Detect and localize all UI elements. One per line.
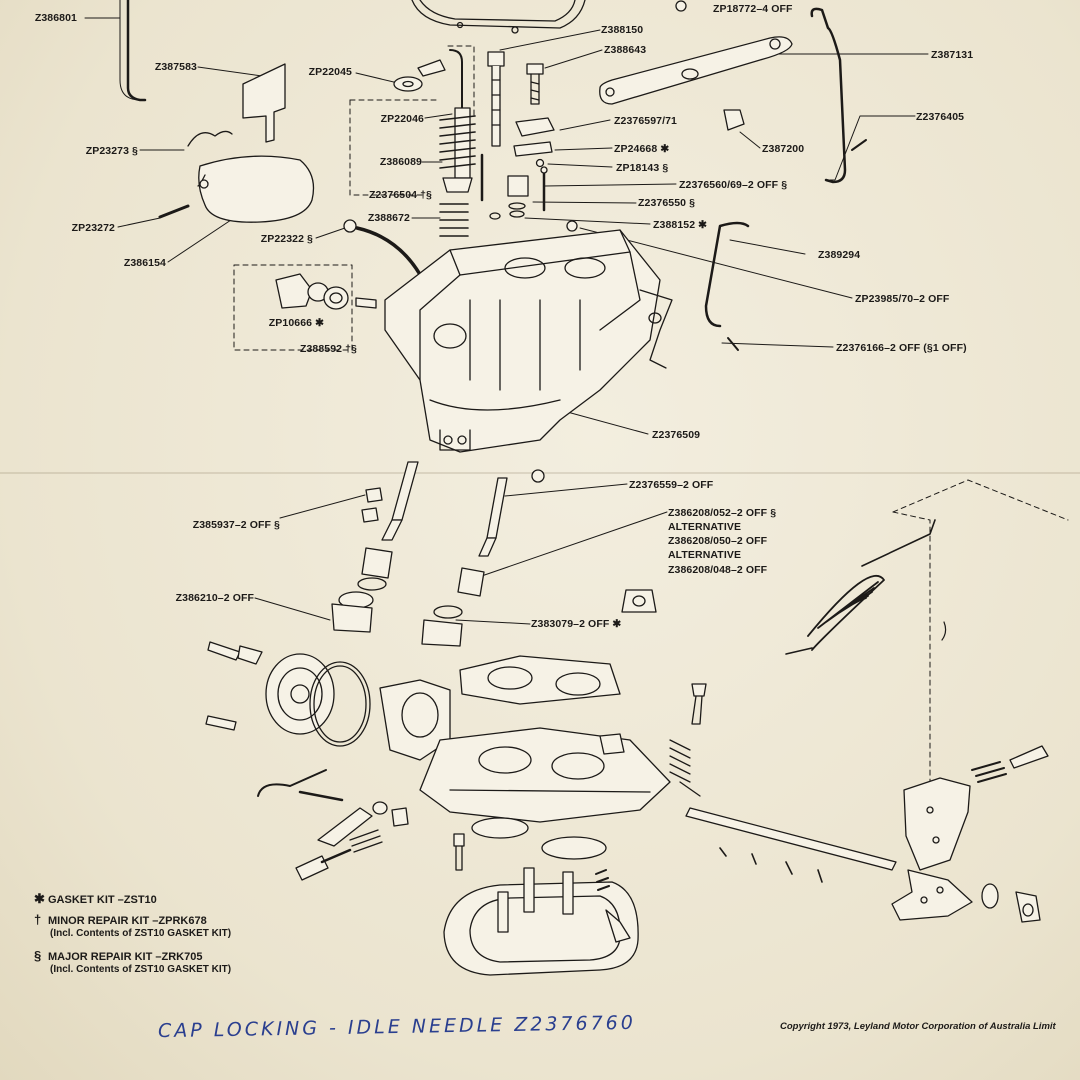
part-label-z388643: Z388643: [604, 44, 647, 56]
part-label-zp10666: ZP10666 ✱: [268, 317, 324, 329]
part-label-z386801: Z386801: [34, 12, 77, 24]
part-label-zp23985: ZP23985/70–2 OFF: [855, 293, 950, 305]
part-label-z387131: Z387131: [931, 49, 974, 61]
lower-jets: [331, 461, 657, 647]
legend-minor-repair-kit: † MINOR REPAIR KIT –ZPRK678 (Incl. Conten…: [34, 913, 231, 940]
minor-kit-symbol: †: [34, 912, 42, 927]
part-label-z386210: Z386210–2 OFF: [175, 592, 254, 604]
part-label-z387583: Z387583: [154, 61, 197, 73]
part-label-z385937: Z385937–2 OFF §: [192, 519, 280, 531]
part-label-z386208-050: Z386208/050–2 OFF: [668, 535, 768, 547]
part-label-zp22046: ZP22046: [380, 113, 424, 125]
part-label-z2376504: Z2376504 †§: [369, 189, 432, 201]
part-label-z2376560: Z2376560/69–2 OFF §: [679, 179, 788, 191]
gasket-kit-symbol: ✱: [34, 891, 45, 906]
legend-major-repair-kit: § MAJOR REPAIR KIT –ZRK705 (Incl. Content…: [34, 949, 231, 976]
part-label-z383079: Z383079–2 OFF ✱: [531, 618, 622, 630]
part-label-z388672: Z388672: [367, 212, 410, 224]
copyright-notice: Copyright 1973, Leyland Motor Corporatio…: [780, 1021, 1056, 1032]
part-label-z2376559: Z2376559–2 OFF: [629, 479, 714, 491]
leader-lines: [84, 0, 929, 625]
minor-kit-text: MINOR REPAIR KIT –ZPRK678: [48, 915, 207, 927]
linkage-parts: [257, 769, 465, 881]
part-label-z2376166: Z2376166–2 OFF (§1 OFF): [836, 342, 967, 354]
part-label-alternative-2: ALTERNATIVE: [668, 549, 742, 561]
upper-body: [384, 229, 673, 453]
base-screws: [497, 867, 631, 943]
part-label-z387200: Z387200: [762, 143, 805, 155]
part-label-z2376405: Z2376405: [916, 111, 965, 123]
lower-body: [379, 655, 707, 860]
major-kit-note: (Incl. Contents of ZST10 GASKET KIT): [50, 964, 232, 975]
minor-kit-note: (Incl. Contents of ZST10 GASKET KIT): [50, 928, 232, 939]
part-label-zp18772: ZP18772–4 OFF: [713, 3, 793, 15]
cover-edge: [411, 0, 586, 34]
part-label-z386154: Z386154: [123, 257, 166, 269]
part-label-z2376550: Z2376550 §: [638, 197, 696, 209]
part-label-zp23272: ZP23272: [71, 222, 115, 234]
part-label-z386208-052: Z386208/052–2 OFF §: [668, 507, 777, 519]
part-label-zp22322: ZP22322 §: [260, 233, 313, 245]
part-label-zp18143: ZP18143 §: [616, 162, 669, 174]
part-label-alternative-1: ALTERNATIVE: [668, 521, 742, 533]
diaphragm-assembly: [205, 641, 371, 747]
gasket-kit-text: GASKET KIT –ZST10: [48, 894, 157, 906]
part-label-zp22045: ZP22045: [308, 66, 352, 78]
part-label-z2376597: Z2376597/71: [614, 115, 677, 127]
part-label-z388592: Z388592 †§: [299, 343, 357, 355]
throttle-lever: [891, 745, 1049, 923]
part-label-z388152: Z388152 ✱: [653, 219, 708, 231]
part-label-z388150: Z388150: [601, 24, 644, 36]
legend-gasket-kit: ✱GASKET KIT –ZST10: [34, 892, 157, 907]
part-label-z2376509: Z2376509: [652, 429, 701, 441]
part-label-z386089: Z386089: [379, 156, 422, 168]
major-kit-text: MAJOR REPAIR KIT –ZRK705: [48, 951, 203, 963]
part-label-z386208-048: Z386208/048–2 OFF: [668, 564, 768, 576]
part-label-zp24668: ZP24668 ✱: [614, 143, 670, 155]
part-label-z389294: Z389294: [818, 249, 861, 261]
part-label-zp23273: ZP23273 §: [85, 145, 138, 157]
major-kit-symbol: §: [34, 948, 42, 963]
